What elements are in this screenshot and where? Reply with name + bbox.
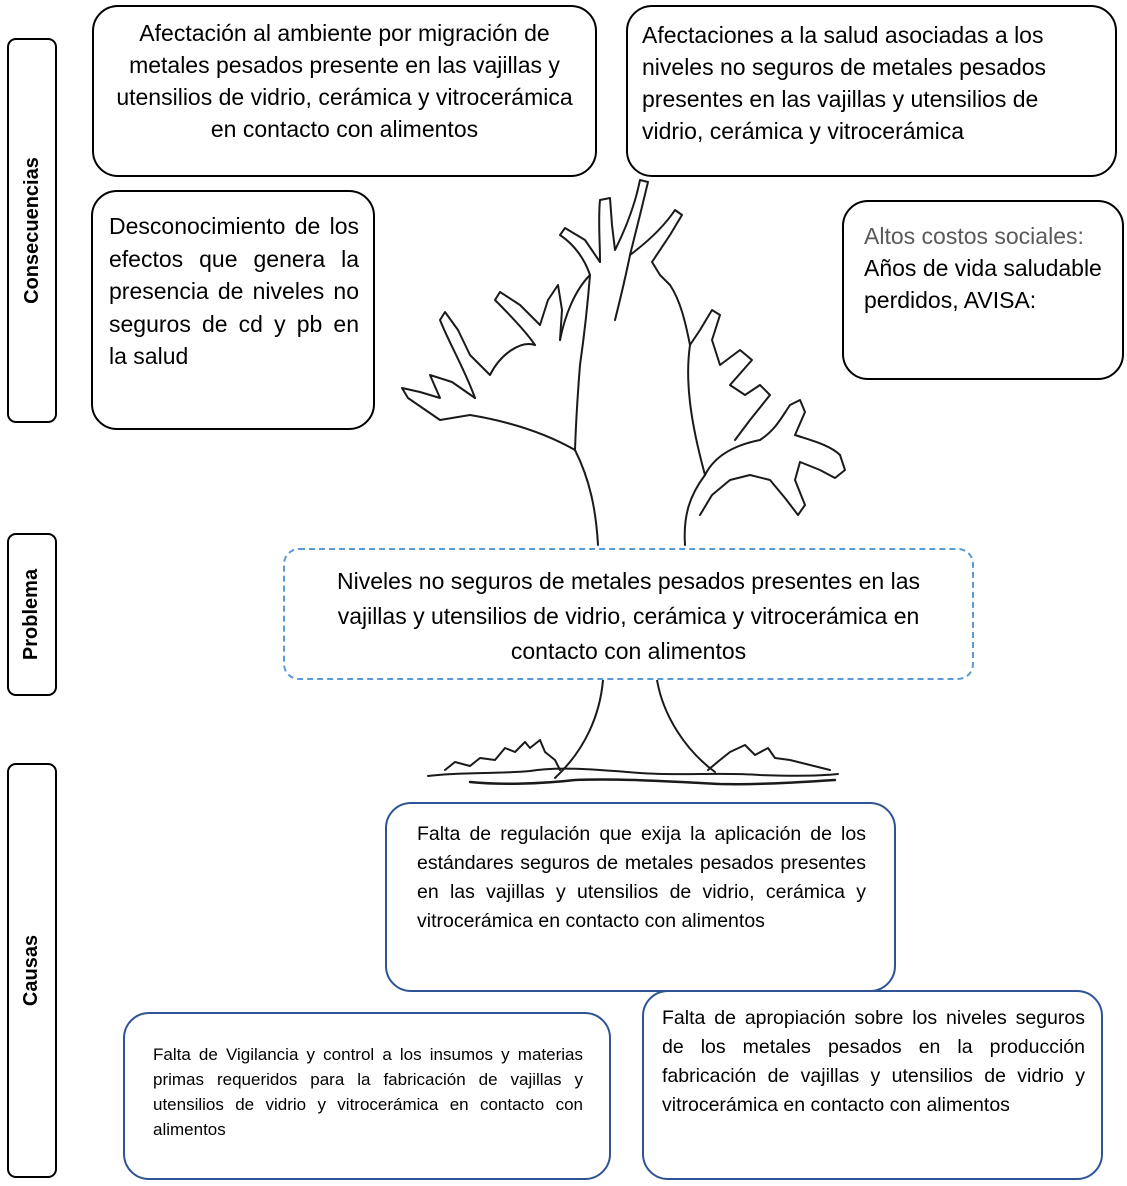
side-label-consecuencias-text: Consecuencias xyxy=(20,157,43,304)
side-label-consecuencias: Consecuencias xyxy=(7,38,57,423)
consequence-environment-box: Afectación al ambiente por migración de … xyxy=(92,5,597,177)
consequence-social-costs-body: Años de vida saludable perdidos, AVISA: xyxy=(864,255,1102,313)
cause-regulation-box: Falta de regulación que exija la aplicac… xyxy=(385,802,896,992)
side-label-causas-text: Causas xyxy=(20,934,43,1007)
problem-text: Niveles no seguros de metales pesados pr… xyxy=(336,568,920,664)
cause-surveillance-box: Falta de Vigilancia y control a los insu… xyxy=(123,1012,611,1180)
consequence-unawareness-box: Desconocimiento de los efectos que gener… xyxy=(91,190,375,430)
consequence-social-costs-title: Altos costos sociales: xyxy=(864,223,1084,249)
consequence-unawareness-text: Desconocimiento de los efectos que gener… xyxy=(109,213,359,369)
consequence-health-box: Afectaciones a la salud asociadas a los … xyxy=(626,5,1117,177)
problem-box: Niveles no seguros de metales pesados pr… xyxy=(283,548,974,680)
cause-regulation-text: Falta de regulación que exija la aplicac… xyxy=(417,823,866,932)
cause-appropriation-text: Falta de apropiación sobre los niveles s… xyxy=(662,1007,1085,1116)
consequence-environment-text: Afectación al ambiente por migración de … xyxy=(116,20,573,142)
consequence-health-text: Afectaciones a la salud asociadas a los … xyxy=(642,22,1047,144)
side-label-causas: Causas xyxy=(7,763,57,1178)
side-label-problema-text: Problema xyxy=(20,568,43,661)
consequence-social-costs-box: Altos costos sociales: Años de vida salu… xyxy=(842,200,1124,380)
cause-appropriation-box: Falta de apropiación sobre los niveles s… xyxy=(642,990,1103,1180)
cause-surveillance-text: Falta de Vigilancia y control a los insu… xyxy=(153,1045,583,1139)
side-label-problema: Problema xyxy=(7,533,57,696)
